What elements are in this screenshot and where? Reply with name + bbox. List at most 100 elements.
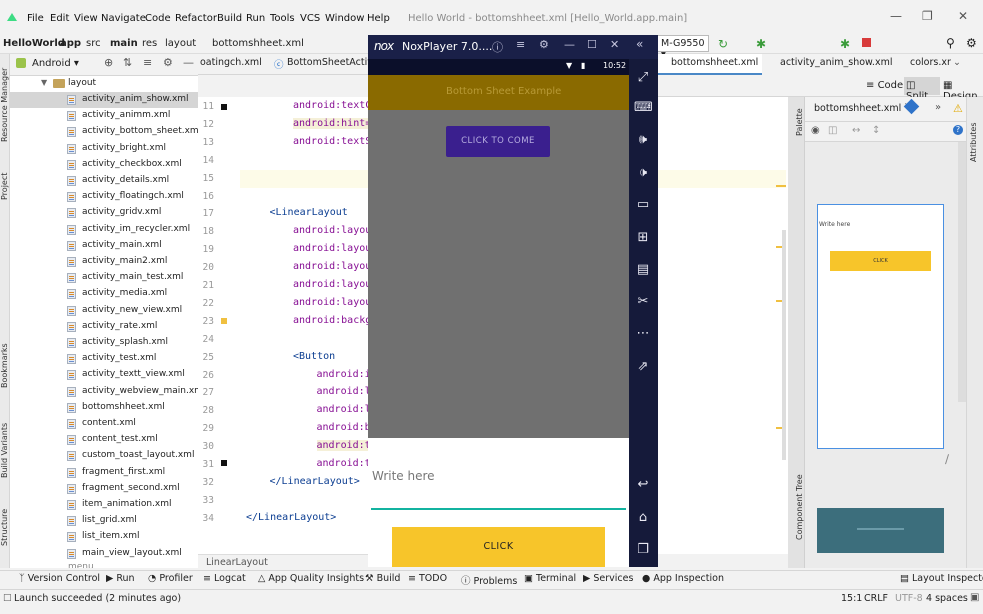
minimize-icon[interactable]: — xyxy=(890,9,902,23)
menu-run[interactable]: Run xyxy=(246,13,266,24)
recents-icon[interactable]: ❐ xyxy=(637,542,649,557)
bookmarks-tab[interactable]: Bookmarks xyxy=(0,343,9,388)
collapse-sidebar-icon[interactable]: « xyxy=(636,37,644,51)
tree-file-item[interactable]: activity_checkbox.xml xyxy=(10,157,198,173)
palette-tab[interactable]: Palette xyxy=(795,108,804,136)
tree-file-item[interactable]: activity_test.xml xyxy=(10,351,198,367)
tree-file-item[interactable]: activity_webview_main.xml xyxy=(10,384,198,400)
menu-code[interactable]: Code xyxy=(145,13,171,24)
add-icon[interactable]: ⊕ xyxy=(104,56,114,69)
gear-icon[interactable]: ⚙ xyxy=(539,38,549,51)
tree-file-item[interactable]: list_item.xml xyxy=(10,529,198,545)
tab-bottomsheet-activity[interactable]: BottomSheetActivity xyxy=(287,57,385,68)
tree-file-item[interactable]: activity_anim_show.xml xyxy=(10,92,198,108)
tree-file-item[interactable]: activity_im_recycler.xml xyxy=(10,222,198,238)
tree-file-item[interactable]: activity_floatingch.xml xyxy=(10,189,198,205)
breadcrumb-res[interactable]: res xyxy=(142,38,158,49)
tree-file-item[interactable]: item_animation.xml xyxy=(10,497,198,513)
resize-handle-icon[interactable]: ∕ xyxy=(945,452,950,466)
more-icon[interactable]: » xyxy=(935,102,942,113)
expand-all-icon[interactable]: ⇅ xyxy=(123,56,133,69)
attributes-tab[interactable]: Attributes xyxy=(969,122,978,163)
build-variants-tab[interactable]: Build Variants xyxy=(0,422,9,478)
breadcrumb-project[interactable]: HelloWorld xyxy=(3,38,65,49)
tree-folder-menu[interactable]: menu xyxy=(10,562,198,568)
component-tree-tab[interactable]: Component Tree xyxy=(795,474,804,540)
volume-up-icon[interactable]: 🕪 xyxy=(638,132,648,147)
build-tab[interactable]: ⚒ Build xyxy=(365,573,401,584)
tree-file-item[interactable]: content.xml xyxy=(10,416,198,432)
menu-edit[interactable]: Edit xyxy=(50,13,70,24)
close-icon[interactable]: ✕ xyxy=(610,38,620,51)
indent-setting[interactable]: 4 spaces xyxy=(926,593,968,604)
file-encoding[interactable]: UTF-8 xyxy=(895,593,923,604)
home-icon[interactable]: ⌂ xyxy=(638,510,648,525)
design-file-selector[interactable]: bottomshheet.xml ˅ xyxy=(814,103,909,114)
design-view-button[interactable]: ▦ Design xyxy=(943,80,983,102)
problems-tab[interactable]: ⓘ Problems xyxy=(461,576,518,587)
project-tab[interactable]: Project xyxy=(0,172,9,200)
scissors-icon[interactable]: ✂ xyxy=(637,294,649,309)
layout-preview[interactable]: Write here CLICK xyxy=(817,204,944,449)
breadcrumb-app[interactable]: app xyxy=(60,38,82,49)
sheet-click-button[interactable]: CLICK xyxy=(392,527,605,567)
design-scrollbar[interactable] xyxy=(958,142,966,402)
profiler-tab[interactable]: ◔ Profiler xyxy=(148,573,193,584)
menu-refactor[interactable]: Refactor xyxy=(175,13,217,24)
click-to-come-button[interactable]: CLICK TO COME xyxy=(446,126,550,157)
breadcrumb-file[interactable]: bottomshheet.xml xyxy=(212,38,304,49)
caret-position[interactable]: 15:1 xyxy=(841,593,863,604)
tree-file-item[interactable]: activity_new_view.xml xyxy=(10,303,198,319)
code-editor-right[interactable] xyxy=(658,97,788,554)
hide-panel-icon[interactable]: — xyxy=(183,56,194,69)
tree-file-item[interactable]: activity_splash.xml xyxy=(10,335,198,351)
run-tab[interactable]: ▶ Run xyxy=(106,573,135,584)
warning-icon[interactable]: ⚠ xyxy=(953,102,963,115)
vertical-resize-icon[interactable]: ↕ xyxy=(872,125,881,136)
tree-file-item[interactable]: activity_animm.xml xyxy=(10,108,198,124)
restore-icon[interactable]: ❐ xyxy=(922,9,933,23)
help-icon[interactable]: ? xyxy=(953,125,963,135)
code-view-button[interactable]: ≡ Code xyxy=(866,80,904,91)
attach-debugger-icon[interactable]: ✱ xyxy=(840,37,851,51)
menu-help[interactable]: Help xyxy=(367,13,390,24)
eye-icon[interactable]: ◉ xyxy=(811,125,820,136)
editor-breadcrumb-footer[interactable]: LinearLayout xyxy=(198,554,368,570)
breadcrumb-layout[interactable]: layout xyxy=(165,38,197,49)
search-icon[interactable]: ⚲ xyxy=(946,36,955,50)
todo-tab[interactable]: ≡ TODO xyxy=(408,573,448,584)
breadcrumb-src[interactable]: src xyxy=(86,38,101,49)
tree-folder-layout[interactable]: ▼ layout xyxy=(10,76,198,92)
tree-file-item[interactable]: fragment_second.xml xyxy=(10,481,198,497)
tree-file-item[interactable]: activity_main.xml xyxy=(10,238,198,254)
open-external-icon[interactable]: ⇗ xyxy=(637,359,649,374)
tree-file-item[interactable]: list_grid.xml xyxy=(10,513,198,529)
chevron-down-icon[interactable]: ▼ xyxy=(41,78,48,87)
project-view-selector[interactable]: Android ▾ xyxy=(32,58,79,69)
tree-file-item[interactable]: main_view_layout.xml xyxy=(10,546,198,562)
write-here-input[interactable]: Write here xyxy=(372,469,435,483)
breadcrumb-main[interactable]: main xyxy=(110,38,138,49)
tree-file-item[interactable]: activity_media.xml xyxy=(10,286,198,302)
more-icon[interactable]: ⋯ xyxy=(636,326,650,341)
menu-build[interactable]: Build xyxy=(217,13,243,24)
line-separator[interactable]: CRLF xyxy=(864,593,888,604)
split-view-button[interactable]: ◫ Split xyxy=(904,77,940,102)
tree-file-item[interactable]: fragment_first.xml xyxy=(10,465,198,481)
app-quality-insights-tab[interactable]: △ App Quality Insights xyxy=(258,573,365,584)
close-icon[interactable]: ✕ xyxy=(958,9,969,23)
menu-view[interactable]: View xyxy=(74,13,98,24)
tree-file-item[interactable]: activity_gridv.xml xyxy=(10,205,198,221)
settings-icon[interactable]: ⚙ xyxy=(966,36,977,50)
minimize-icon[interactable]: — xyxy=(564,38,575,51)
lock-icon[interactable]: ▣ xyxy=(970,592,980,603)
back-icon[interactable]: ↩ xyxy=(637,477,649,492)
tree-file-item[interactable]: activity_rate.xml xyxy=(10,319,198,335)
tab-activity-anim-show[interactable]: activity_anim_show.xml xyxy=(780,57,893,68)
status-message[interactable]: Launch succeeded (2 minutes ago) xyxy=(14,593,182,604)
stop-icon[interactable] xyxy=(862,38,871,47)
menu-file[interactable]: File xyxy=(27,13,44,24)
resource-manager-tab[interactable]: Resource Manager xyxy=(0,67,9,142)
horizontal-resize-icon[interactable]: ↔ xyxy=(852,125,861,136)
tree-file-item[interactable]: content_test.xml xyxy=(10,432,198,448)
